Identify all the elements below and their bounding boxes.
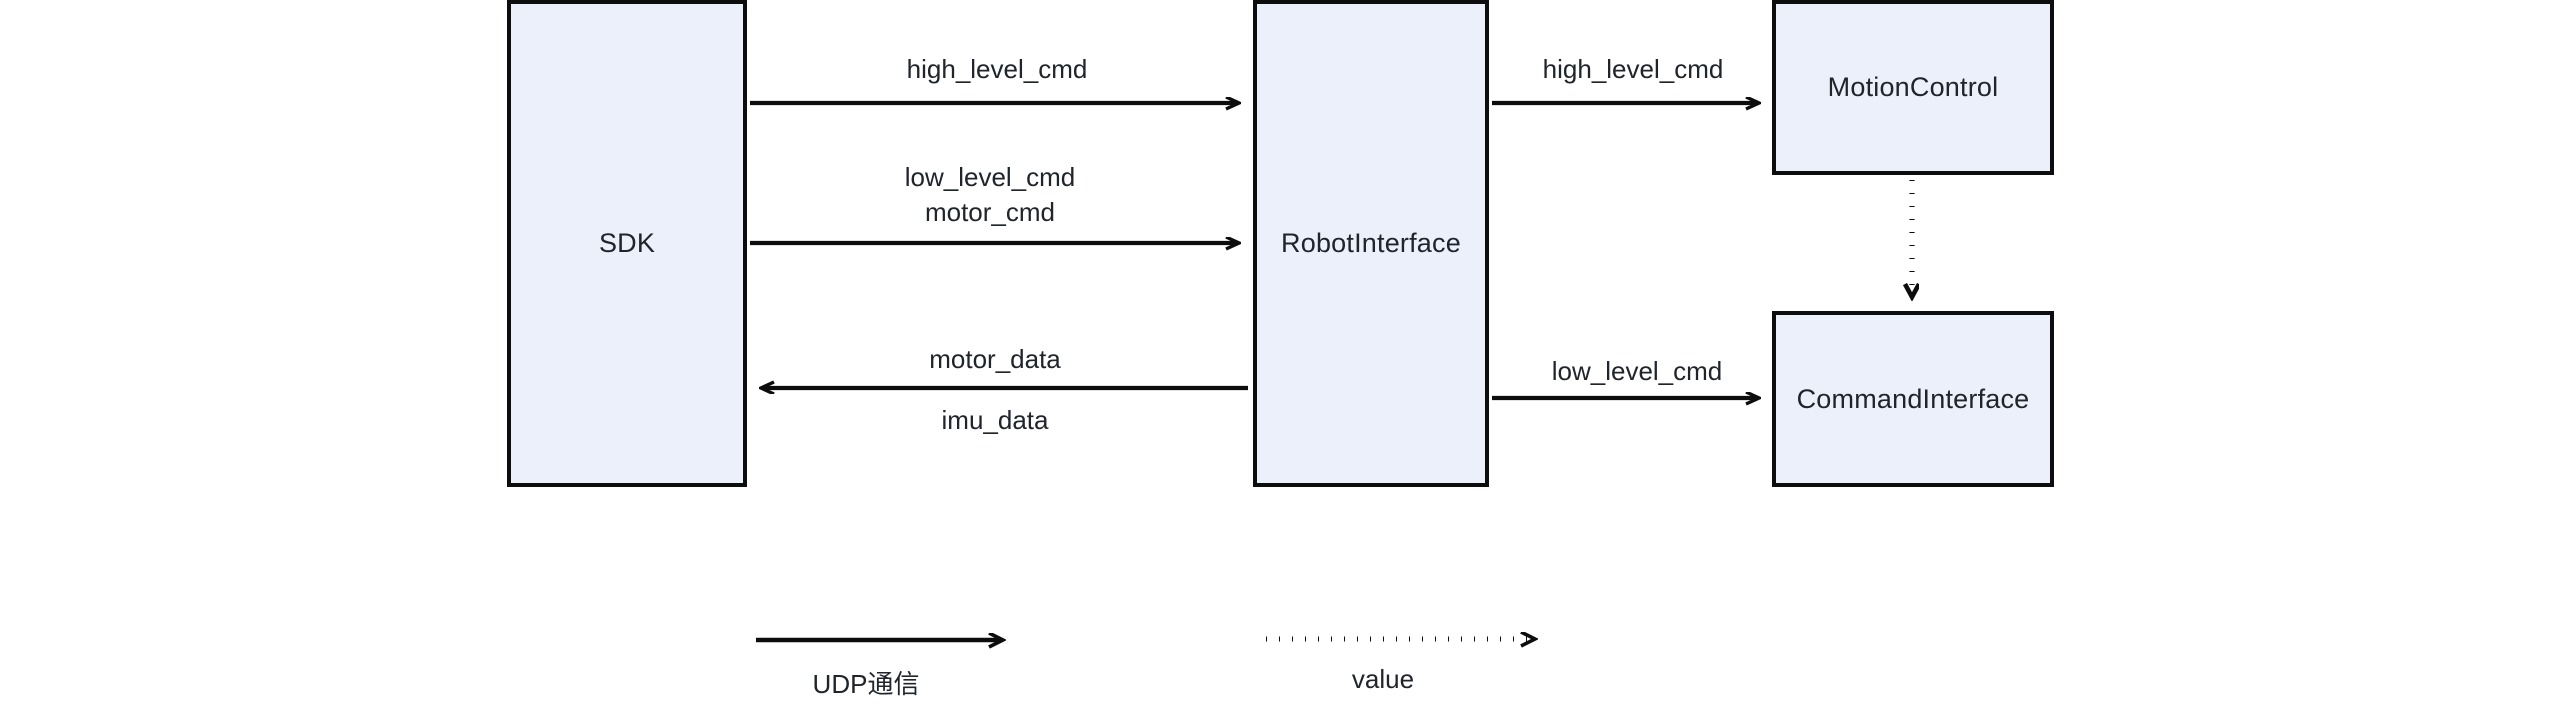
edge-label-low-level-cmd-right: low_level_cmd [1551, 356, 1723, 386]
edge-label-line-low-level-cmd: low_level_cmd [904, 162, 1076, 192]
edge-label-line-motor-cmd: motor_cmd [924, 197, 1056, 228]
edge-label-high-level-cmd-left: high_level_cmd [906, 54, 1088, 84]
edge-label-low-level-cmd-left: low_level_cmd motor_cmd [905, 160, 1076, 230]
node-sdk[interactable]: SDK [507, 0, 747, 487]
node-command-interface-label: CommandInterface [1796, 383, 2030, 414]
node-motion-control[interactable]: MotionControl [1772, 0, 2054, 175]
legend-label-udp: UDP通信 [812, 669, 920, 699]
edge-label-high-level-cmd-right: high_level_cmd [1542, 54, 1724, 84]
node-sdk-label: SDK [598, 228, 656, 259]
legend-label-value: value [1351, 664, 1415, 694]
node-robot-interface-label: RobotInterface [1281, 228, 1461, 259]
edge-label-motor-data: motor_data [929, 344, 1061, 374]
edge-label-imu-data: imu_data [941, 405, 1049, 435]
node-motion-control-label: MotionControl [1827, 72, 1999, 103]
node-robot-interface[interactable]: RobotInterface [1253, 0, 1489, 487]
node-command-interface[interactable]: CommandInterface [1772, 311, 2054, 487]
